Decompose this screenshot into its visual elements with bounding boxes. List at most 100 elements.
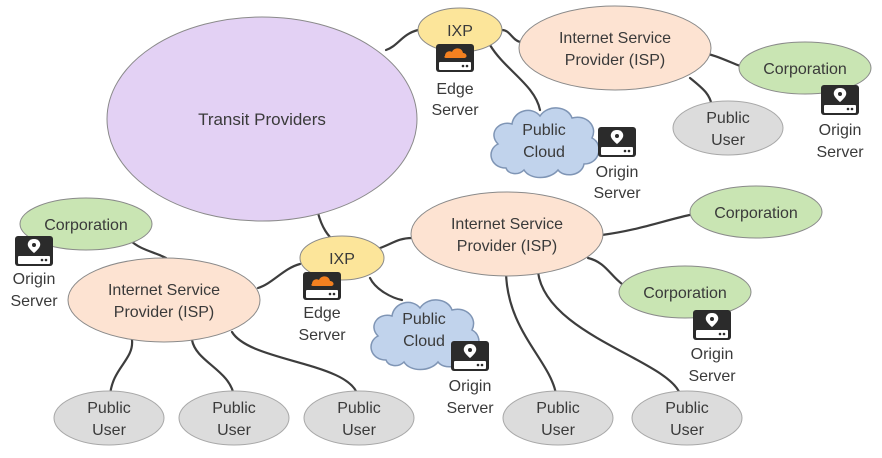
origin-server-bottom-right-label-line1: Origin <box>691 346 734 363</box>
ixp-mid-label: IXP <box>329 251 355 268</box>
public-cloud-top-node: Public Cloud <box>490 107 600 179</box>
isp-mid-node: Internet Service Provider (ISP) <box>410 191 604 277</box>
isp-left-ellipse <box>67 257 261 343</box>
origin-server-bottom-right-label-line2: Server <box>688 368 736 385</box>
origin-server-bottom-cloud: Origin Server <box>446 341 494 417</box>
location-pin-server-icon <box>15 236 53 266</box>
origin-server-top-right: Origin Server <box>816 85 864 161</box>
public-user-1-label-line2: User <box>92 422 126 439</box>
origin-server-left-label-line1: Origin <box>13 271 56 288</box>
corporation-bottom-right-ellipse <box>618 265 752 319</box>
public-user-1-ellipse <box>53 390 165 446</box>
public-user-5-label-line1: Public <box>665 400 709 417</box>
link-ixp-isp-mid <box>378 236 414 250</box>
public-cloud-top-label-line2: Cloud <box>523 144 565 161</box>
corporation-left-label: Corporation <box>44 217 128 234</box>
transit-providers-label: Transit Providers <box>198 110 326 129</box>
public-cloud-bottom-label-line2: Cloud <box>403 333 445 350</box>
public-user-4-ellipse <box>502 390 614 446</box>
ixp-mid-ellipse <box>299 235 385 281</box>
corporation-mid-right-label: Corporation <box>714 205 798 222</box>
public-user-2-node: Public User <box>178 390 290 446</box>
link-isp-left-user-2 <box>190 338 236 398</box>
origin-server-bottom-cloud-label-line2: Server <box>446 400 494 417</box>
isp-mid-label-line1: Internet Service <box>451 216 563 233</box>
origin-server-top-cloud-label-line2: Server <box>593 185 641 202</box>
public-user-4-node: Public User <box>502 390 614 446</box>
link-isp-mid-user-2 <box>536 270 682 396</box>
public-user-3-ellipse <box>303 390 415 446</box>
isp-top-node: Internet Service Provider (ISP) <box>518 5 712 91</box>
public-user-3-label-line2: User <box>342 422 376 439</box>
ixp-mid-node: IXP <box>299 235 385 281</box>
isp-left-label-line1: Internet Service <box>108 282 220 299</box>
edge-server-top: Edge Server <box>431 44 479 119</box>
link-isp-left-ixp <box>256 262 302 290</box>
public-user-top-label-line2: User <box>711 132 745 149</box>
transit-providers-node: Transit Providers <box>106 16 418 222</box>
corporation-top-right-node: Corporation <box>738 41 872 95</box>
isp-mid-ellipse <box>410 191 604 277</box>
origin-server-top-cloud-label-line1: Origin <box>596 164 639 181</box>
isp-mid-label-line2: Provider (ISP) <box>457 238 557 255</box>
public-user-3-node: Public User <box>303 390 415 446</box>
transit-providers-ellipse <box>106 16 418 222</box>
corporation-left-node: Corporation <box>19 197 153 251</box>
isp-top-label-line1: Internet Service <box>559 30 671 47</box>
public-user-2-label-line1: Public <box>212 400 256 417</box>
public-user-top-label-line1: Public <box>706 110 750 127</box>
corporation-top-right-label: Corporation <box>763 61 847 78</box>
location-pin-server-icon <box>821 85 859 115</box>
public-user-top-ellipse <box>672 100 784 156</box>
corporation-mid-right-node: Corporation <box>689 185 823 239</box>
ixp-top-label: IXP <box>447 23 473 40</box>
location-pin-server-icon <box>693 310 731 340</box>
origin-server-top-right-label-line2: Server <box>816 144 864 161</box>
public-user-1-node: Public User <box>53 390 165 446</box>
public-user-5-ellipse <box>631 390 743 446</box>
public-user-top-node: Public User <box>672 100 784 156</box>
link-ixp-top-cloud <box>488 43 542 112</box>
corporation-bottom-right-node: Corporation <box>618 265 752 319</box>
link-ixp-cloud-bottom <box>368 276 404 302</box>
origin-server-top-cloud: Origin Server <box>593 127 641 202</box>
origin-server-left: Origin Server <box>10 236 58 310</box>
public-user-2-ellipse <box>178 390 290 446</box>
origin-server-bottom-right: Origin Server <box>688 310 736 385</box>
public-user-4-label-line2: User <box>541 422 575 439</box>
link-isp-mid-user-1 <box>504 268 558 396</box>
isp-top-label-line2: Provider (ISP) <box>565 52 665 69</box>
location-pin-server-icon <box>598 127 636 157</box>
link-corp-left-isp-left <box>128 238 168 260</box>
public-user-4-label-line1: Public <box>536 400 580 417</box>
link-isp-mid-corp-bottom <box>586 256 624 286</box>
public-user-5-label-line2: User <box>670 422 704 439</box>
corporation-left-ellipse <box>19 197 153 251</box>
link-ixp-top-isp-top <box>500 28 522 44</box>
isp-left-label-line2: Provider (ISP) <box>114 304 214 321</box>
origin-server-bottom-cloud-label-line1: Origin <box>449 378 492 395</box>
cloudflare-server-icon <box>303 272 341 300</box>
public-cloud-top-label-line1: Public <box>522 122 566 139</box>
corporation-mid-right-ellipse <box>689 185 823 239</box>
edge-server-top-label-line2: Server <box>431 102 479 119</box>
public-user-5-node: Public User <box>631 390 743 446</box>
public-cloud-top-shape <box>490 107 600 179</box>
link-transit-ixp-top <box>384 28 420 52</box>
origin-server-top-right-label-line1: Origin <box>819 122 862 139</box>
public-user-3-label-line1: Public <box>337 400 381 417</box>
isp-left-node: Internet Service Provider (ISP) <box>67 257 261 343</box>
cloudflare-server-icon <box>436 44 474 72</box>
isp-top-ellipse <box>518 5 712 91</box>
public-cloud-bottom-label-line1: Public <box>402 311 446 328</box>
public-user-2-label-line2: User <box>217 422 251 439</box>
corporation-top-right-ellipse <box>738 41 872 95</box>
edge-server-mid-label-line1: Edge <box>303 305 340 322</box>
location-pin-server-icon <box>451 341 489 371</box>
link-isp-left-user-1 <box>108 338 134 398</box>
connections <box>108 28 742 398</box>
edge-server-mid: Edge Server <box>298 272 346 344</box>
edge-server-top-label-line1: Edge <box>436 81 473 98</box>
public-user-1-label-line1: Public <box>87 400 131 417</box>
